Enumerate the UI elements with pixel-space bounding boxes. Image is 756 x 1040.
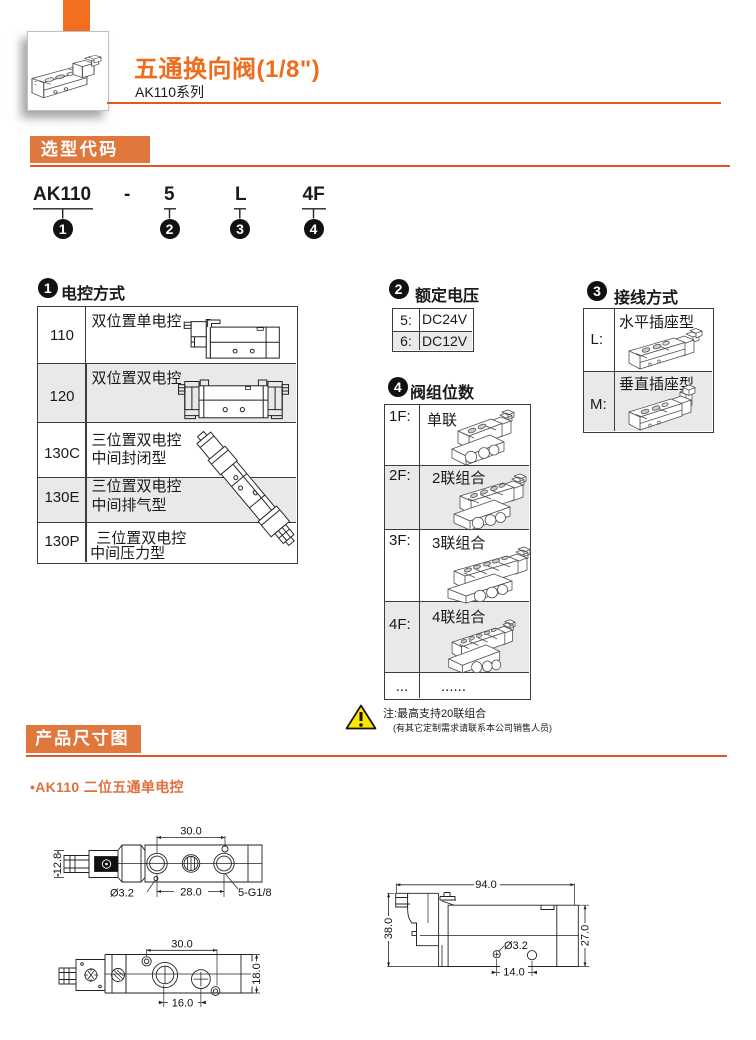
svg-text:27.0: 27.0 [580, 925, 592, 946]
svg-text:16.0: 16.0 [172, 998, 193, 1010]
svg-text:18.0: 18.0 [251, 963, 263, 984]
svg-text:30.0: 30.0 [180, 826, 201, 838]
svg-text:14.0: 14.0 [503, 967, 524, 979]
svg-text:38.0: 38.0 [383, 918, 395, 939]
svg-text:5-G1/8: 5-G1/8 [238, 887, 272, 899]
svg-text:28.0: 28.0 [180, 887, 201, 899]
svg-text:12.8: 12.8 [52, 853, 64, 874]
svg-text:Ø3.2: Ø3.2 [504, 940, 528, 952]
svg-text:Ø3.2: Ø3.2 [110, 888, 134, 900]
svg-text:94.0: 94.0 [475, 879, 496, 891]
svg-text:30.0: 30.0 [171, 939, 192, 951]
